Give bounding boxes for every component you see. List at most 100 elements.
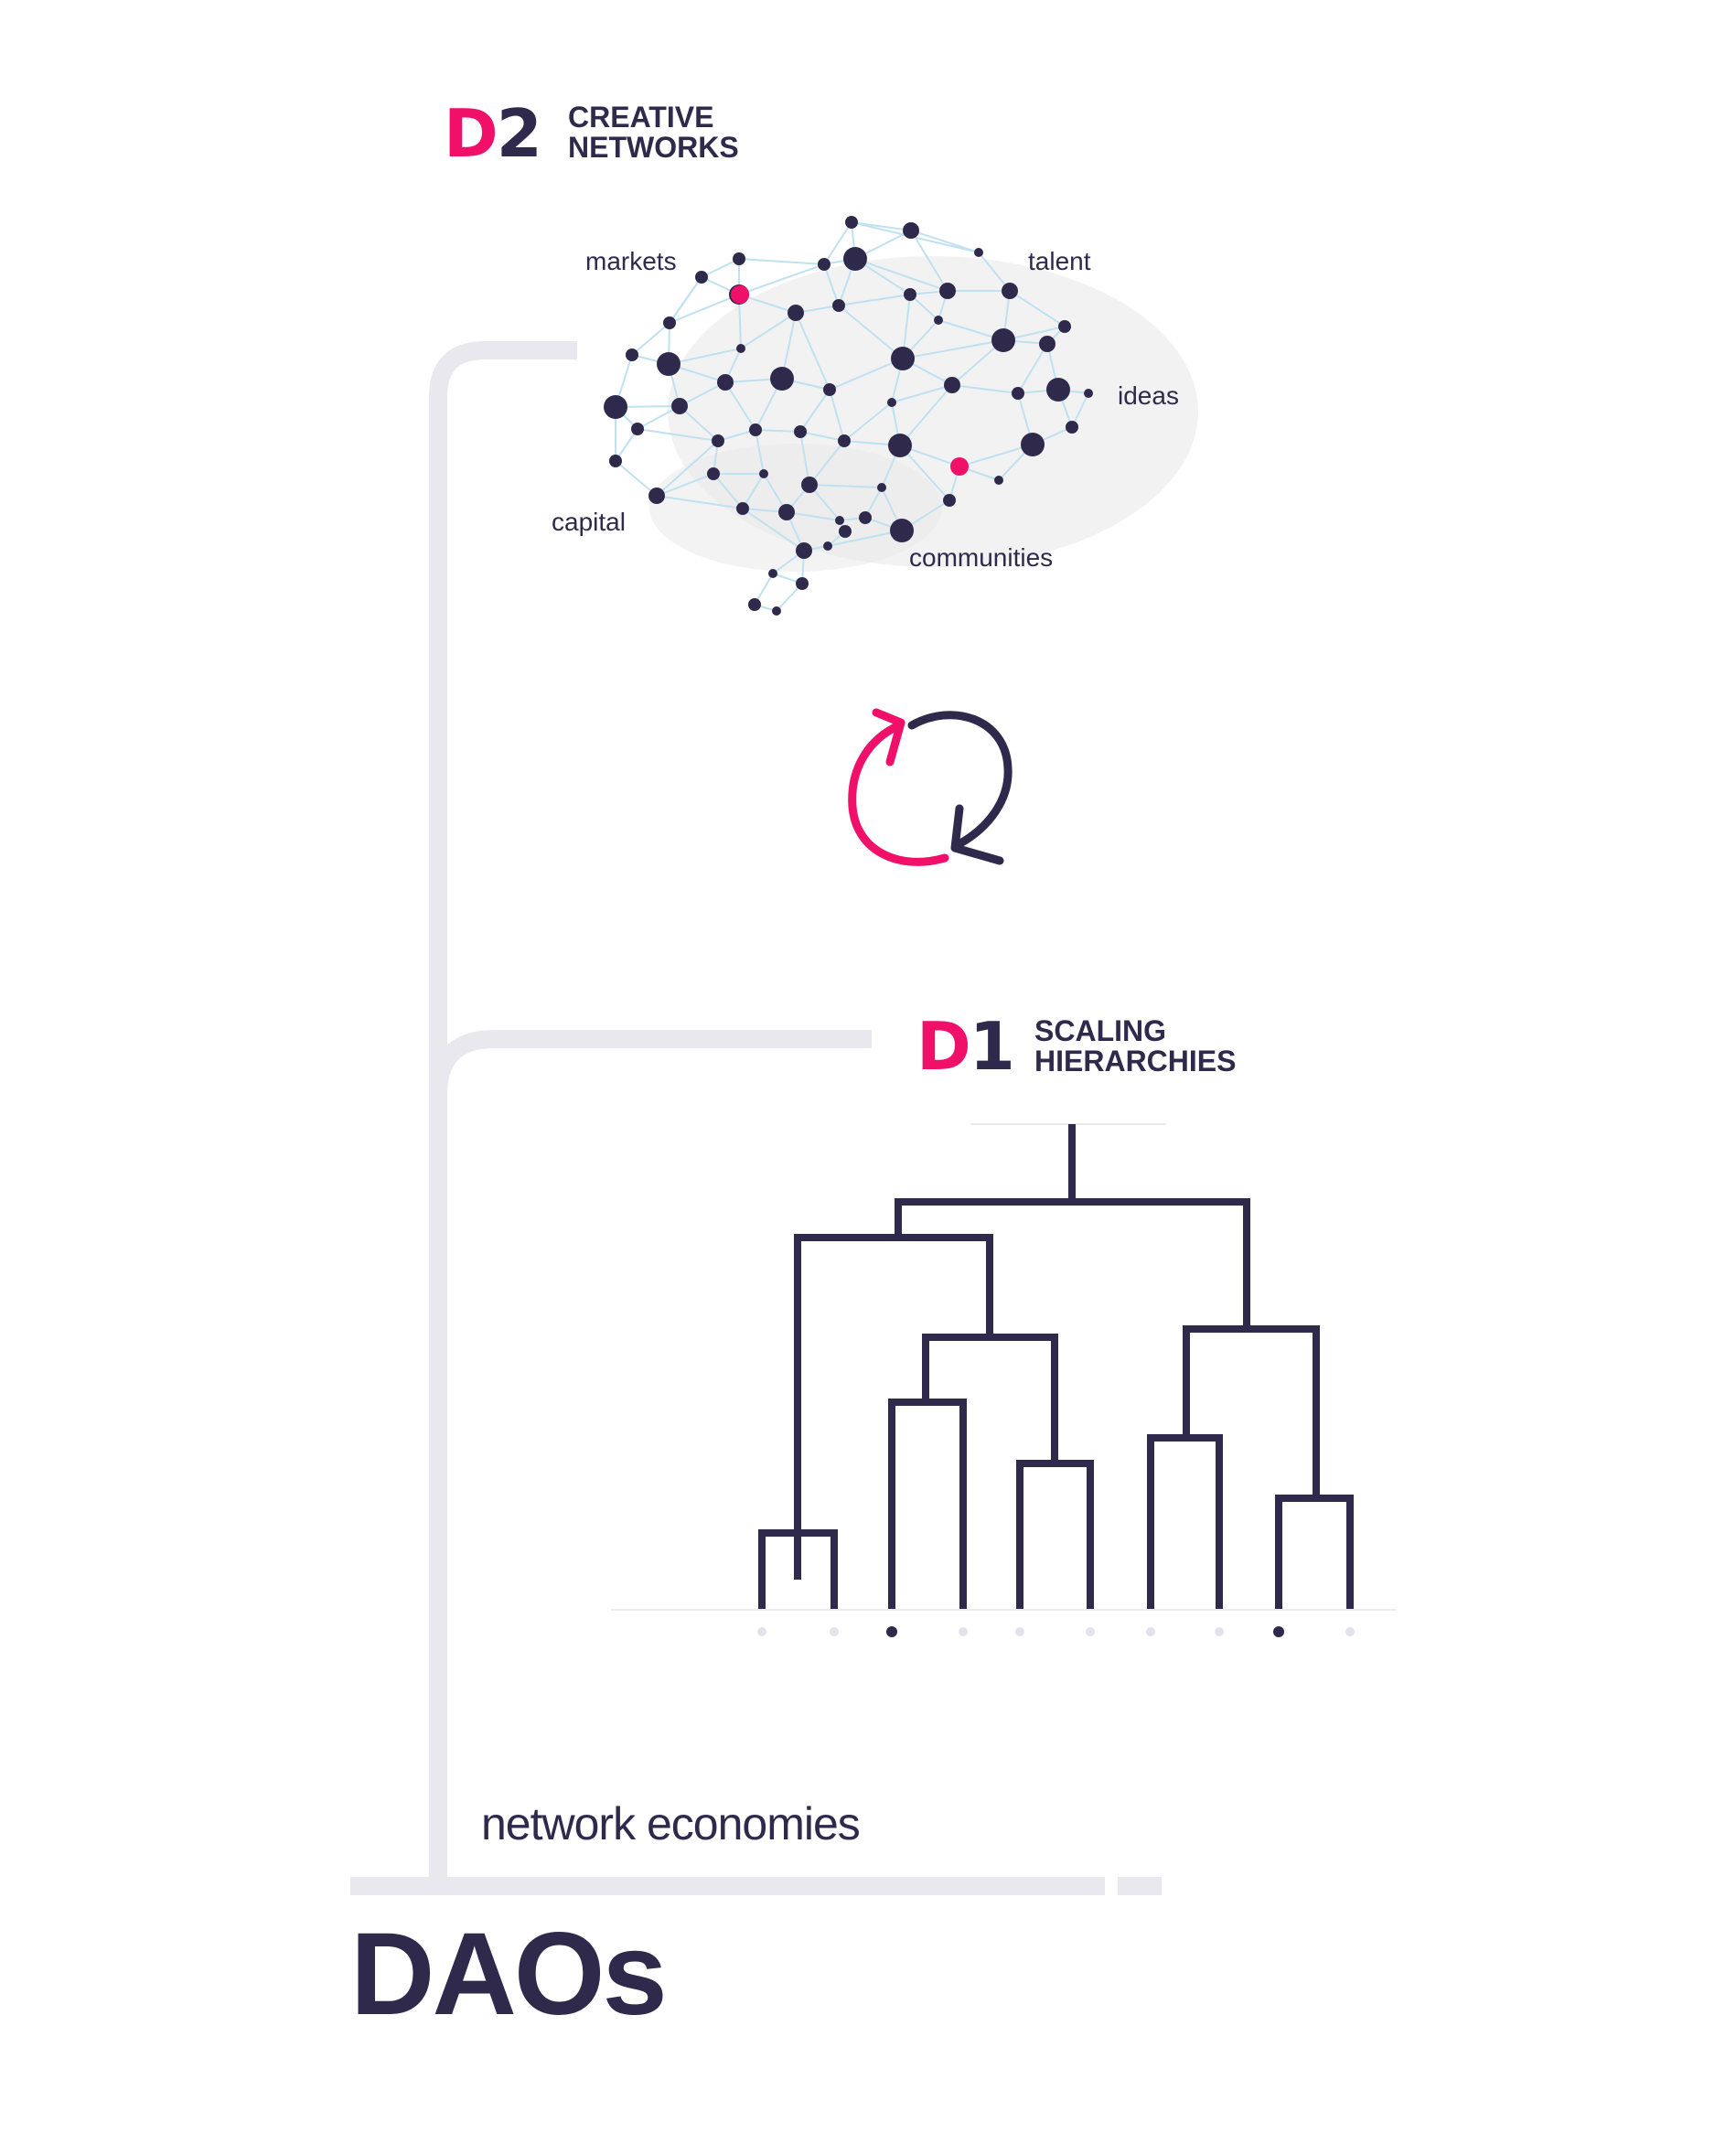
brain-link — [717, 429, 756, 442]
brain-link — [838, 294, 911, 306]
brain-link — [838, 305, 904, 359]
brain-link — [902, 339, 1004, 359]
brain-link — [829, 389, 845, 442]
brain-link — [959, 444, 1034, 467]
brain-link — [742, 508, 805, 552]
brain-node — [717, 374, 734, 391]
tree-root-bar — [895, 1198, 1250, 1329]
brain-link — [910, 230, 980, 253]
brain-link — [978, 252, 1011, 292]
rail-to-d2 — [429, 341, 577, 1881]
brain-node — [934, 316, 943, 325]
brain-link — [738, 258, 825, 265]
cycle-arrow-accent — [848, 721, 949, 866]
brain-node — [759, 469, 768, 478]
brain-link — [656, 440, 719, 497]
brain-link — [679, 381, 726, 407]
brain-node — [768, 569, 777, 578]
refresh-cycle-icon — [848, 708, 1013, 866]
label-talent: talent — [1028, 247, 1091, 275]
brain-node — [991, 328, 1015, 352]
brain-shadow — [649, 256, 1198, 572]
brain-link — [631, 322, 670, 356]
label-communities: communities — [909, 543, 1054, 572]
brain-node — [974, 248, 983, 257]
cycle-arrow-ink — [907, 711, 1013, 848]
brain-link — [809, 440, 845, 486]
brain-node — [663, 316, 676, 329]
brain-node — [891, 347, 915, 370]
tree-leaf-dot — [830, 1627, 839, 1636]
brain-link — [799, 431, 810, 486]
brain-node — [733, 252, 745, 265]
brain-node — [778, 504, 795, 520]
brain-node — [801, 477, 818, 493]
brain-node — [859, 511, 872, 524]
brain-node — [770, 367, 794, 391]
tree-leaf-dot-active — [1273, 1626, 1284, 1637]
tree-leaf-dot — [1015, 1627, 1024, 1636]
brain-node — [671, 398, 688, 414]
brain-node — [1046, 378, 1070, 402]
cycle-arrowhead-ink — [950, 804, 1004, 865]
tree-leaf-pair-5 — [1275, 1495, 1354, 1610]
brain-link — [786, 511, 841, 521]
brain-node — [609, 455, 622, 467]
tree-leaf-dot — [1345, 1627, 1355, 1636]
brain-link — [668, 348, 742, 365]
tree-leaf-pair-1 — [758, 1529, 838, 1610]
brain-link — [755, 429, 801, 433]
brain-link — [1017, 343, 1048, 394]
brain-link — [637, 428, 719, 442]
brain-node — [707, 467, 720, 480]
brain-node — [888, 434, 912, 457]
brain-node — [796, 577, 809, 590]
brain-link — [795, 312, 830, 391]
tree-leaf-dot-active — [886, 1626, 897, 1637]
brain-link — [799, 431, 845, 442]
brain-link — [701, 258, 740, 278]
brain-link — [742, 473, 765, 509]
brain-node — [1002, 283, 1018, 299]
tree-leaf-dot — [757, 1627, 766, 1636]
brain-node — [944, 377, 960, 393]
brain-node — [788, 305, 804, 321]
brain-node — [1084, 389, 1093, 398]
brain-link — [669, 276, 702, 324]
brain-link — [829, 358, 904, 391]
brain-link — [851, 221, 912, 231]
brain-node — [796, 542, 812, 559]
tree-leaf-dot — [959, 1627, 968, 1636]
brain-link — [679, 405, 719, 442]
brain-node — [749, 423, 762, 436]
footer-subtitle: network economies — [481, 1798, 861, 1849]
brain-node — [748, 598, 761, 611]
cycle-arrowhead-accent — [872, 708, 906, 766]
d2-code-letter: D — [444, 95, 498, 172]
tree-right-bar — [1183, 1325, 1320, 1498]
brain-node — [838, 434, 851, 447]
brain-link — [809, 484, 883, 488]
brain-node — [736, 344, 745, 353]
brain-node — [631, 423, 644, 435]
d2-code-number: 2 — [496, 95, 542, 172]
brain-node — [712, 434, 724, 447]
brain-node — [943, 494, 956, 507]
brain-node — [818, 258, 830, 271]
brain-link — [854, 258, 948, 292]
brain-node — [626, 348, 638, 361]
brain-node — [736, 502, 749, 515]
tree-left-bar — [794, 1234, 993, 1580]
footer-title: DAOs — [350, 1909, 668, 2040]
tree-mid-bar — [922, 1334, 1058, 1463]
brain-node — [939, 283, 956, 299]
d1-heading-line1: SCALING — [1034, 1014, 1166, 1047]
brain-node — [839, 525, 852, 538]
brain-link — [656, 495, 744, 509]
brain-link — [724, 381, 756, 431]
brain-link — [843, 402, 893, 442]
brain-node — [823, 541, 832, 551]
brain-node — [1039, 336, 1056, 352]
d2-heading: CREATIVE NETWORKS — [568, 102, 739, 163]
